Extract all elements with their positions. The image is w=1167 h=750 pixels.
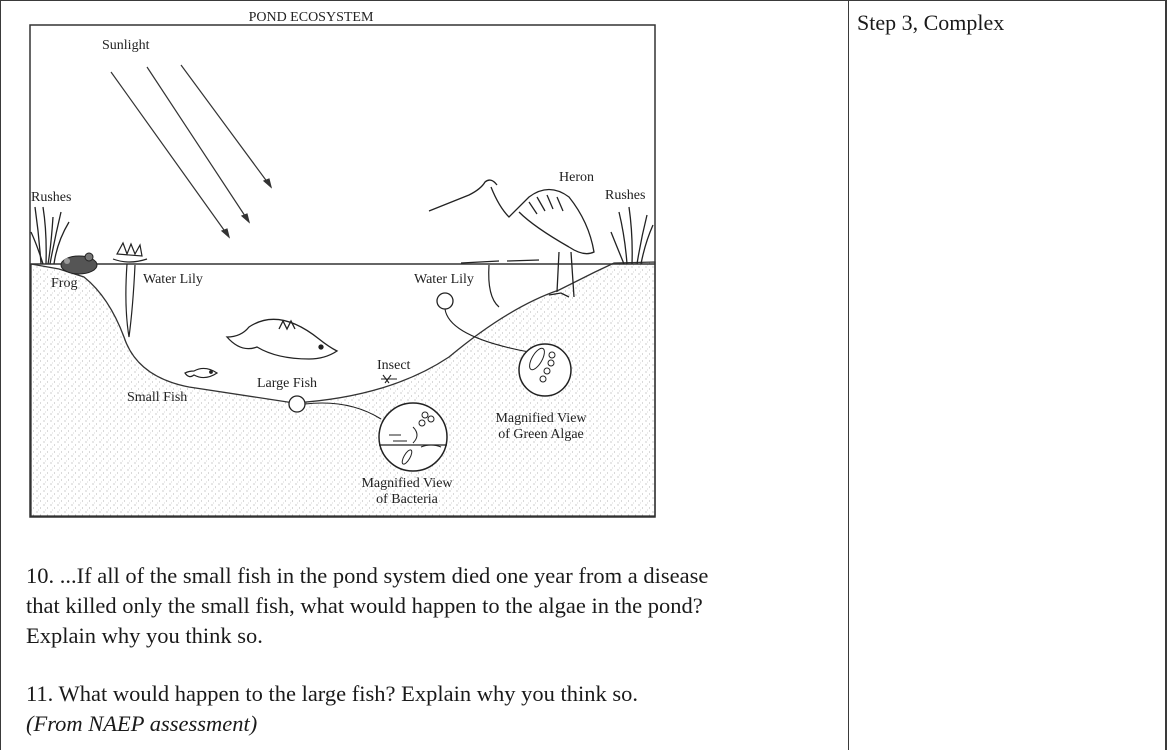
algae-sample-point xyxy=(437,293,453,309)
label-heron: Heron xyxy=(559,170,594,185)
figure-title: POND ECOSYSTEM xyxy=(249,10,374,25)
pond-ecosystem-diagram: POND ECOSYSTEM Sunlight xyxy=(29,7,657,519)
question-11: 11. What would happen to the large fish?… xyxy=(26,679,841,739)
label-frog: Frog xyxy=(51,276,77,291)
magnified-bacteria-icon xyxy=(379,403,447,471)
question-10-line-2: that killed only the small fish, what wo… xyxy=(26,591,841,621)
label-rushes-left: Rushes xyxy=(31,190,71,205)
label-large-fish: Large Fish xyxy=(257,376,317,391)
bacteria-sample-point xyxy=(289,396,305,412)
question-10-line-3: Explain why you think so. xyxy=(26,621,841,651)
table-divider xyxy=(848,0,849,750)
label-rushes-right: Rushes xyxy=(605,188,645,203)
label-bacteria-line2: of Bacteria xyxy=(376,492,439,507)
label-insect: Insect xyxy=(377,358,411,373)
step-complexity-label: Step 3, Complex xyxy=(857,9,1004,37)
label-algae-line2: of Green Algae xyxy=(498,427,584,442)
label-water-lily-right: Water Lily xyxy=(414,272,474,287)
label-algae-line1: Magnified View xyxy=(495,411,587,426)
question-10: 10. ...If all of the small fish in the p… xyxy=(26,561,841,651)
classification-cell: Step 3, Complex xyxy=(850,1,1167,750)
label-sunlight: Sunlight xyxy=(102,38,150,53)
pond-ecosystem-figure: POND ECOSYSTEM Sunlight xyxy=(29,7,657,519)
question-10-line-1: 10. ...If all of the small fish in the p… xyxy=(26,561,841,591)
question-11-line-1: 11. What would happen to the large fish?… xyxy=(26,679,841,709)
label-bacteria-line1: Magnified View xyxy=(361,476,453,491)
question-source: (From NAEP assessment) xyxy=(26,709,841,739)
magnified-green-algae-icon xyxy=(519,344,571,396)
label-water-lily-left: Water Lily xyxy=(143,272,203,287)
question-cell: POND ECOSYSTEM Sunlight xyxy=(1,1,848,750)
label-small-fish: Small Fish xyxy=(127,390,187,405)
